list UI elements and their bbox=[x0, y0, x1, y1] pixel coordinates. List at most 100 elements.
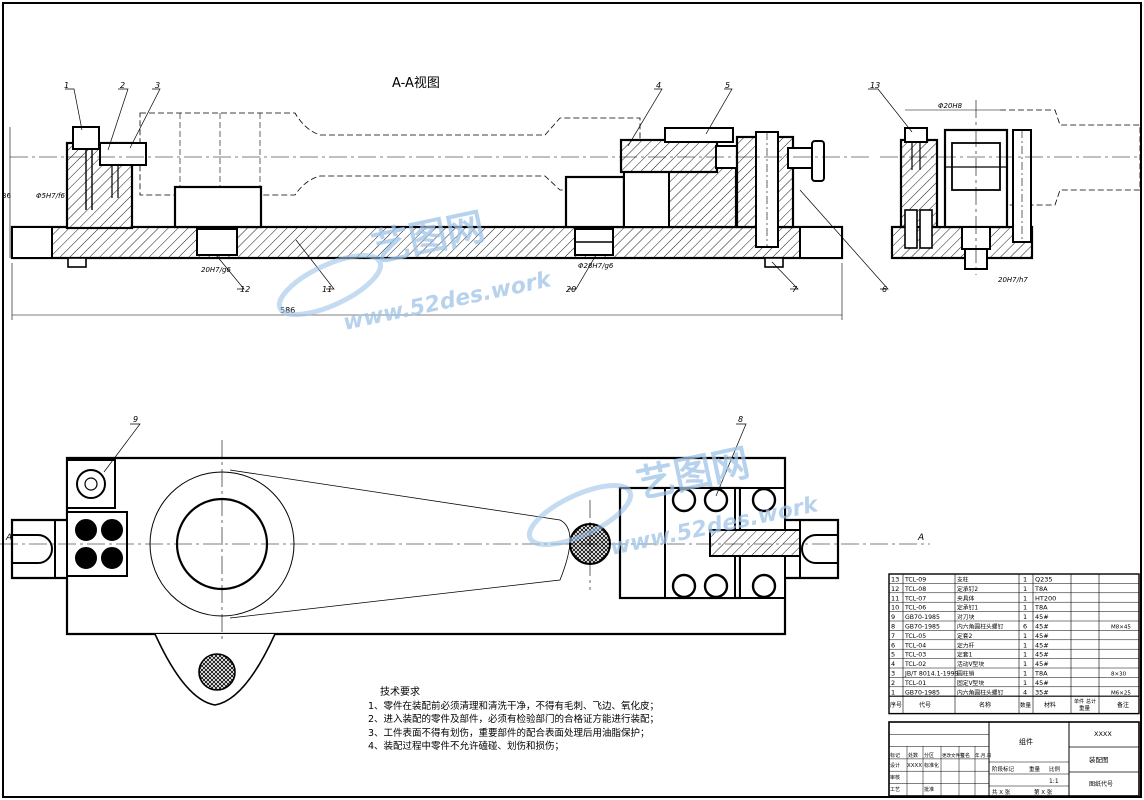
bom-code: TCL-04 bbox=[904, 642, 926, 649]
bom-qty: 1 bbox=[1023, 613, 1027, 621]
locating-pin-left bbox=[196, 228, 238, 256]
bom-qty: 6 bbox=[1023, 623, 1027, 631]
title-part: 组件 bbox=[1019, 737, 1033, 746]
watermark-upper: 艺图网 www.52des.work bbox=[276, 204, 555, 336]
dim-fit-right: 20H7/h7 bbox=[998, 276, 1028, 284]
title-label-approve: 批准 bbox=[924, 786, 934, 793]
bom-code: GB70-1985 bbox=[905, 614, 940, 621]
bom-header-note: 备注 bbox=[1117, 701, 1129, 709]
bom-name: 对刀块 bbox=[957, 613, 975, 621]
bom-header-single: 单件 bbox=[1074, 698, 1084, 705]
dim-bore-left: Φ5H7/f6 bbox=[36, 192, 66, 200]
bom-name: 定承钉1 bbox=[957, 604, 978, 612]
bom-qty: 1 bbox=[1023, 594, 1027, 602]
handle-knob bbox=[811, 140, 825, 182]
view-title: A-A视图 bbox=[392, 76, 440, 91]
bom-code: GB70-1985 bbox=[905, 624, 940, 631]
title-label-mark: 标记 bbox=[890, 752, 900, 759]
tech-item-1: 1、零件在装配前必须清理和清洗干净，不得有毛刺、飞边、氧化皮； bbox=[368, 700, 660, 712]
balloon-7: 7 bbox=[792, 285, 798, 294]
bom-qty: 1 bbox=[1023, 651, 1027, 659]
lower-knurl bbox=[198, 653, 236, 691]
bom-code: TCL-07 bbox=[904, 595, 926, 602]
bom-name: 圆柱销 bbox=[957, 670, 975, 678]
bom-header-material: 材料 bbox=[1044, 701, 1056, 709]
bom-qty: 1 bbox=[1023, 641, 1027, 649]
tool-block-screw bbox=[76, 469, 106, 499]
bom-no: 10 bbox=[891, 604, 899, 612]
bom-no: 11 bbox=[891, 594, 899, 602]
bom-material: 45# bbox=[1035, 641, 1049, 649]
title-sheet: 共 X 张 bbox=[992, 788, 1011, 796]
support-pad bbox=[564, 175, 626, 229]
title-designer: XXXX bbox=[907, 763, 922, 769]
socket-screw-1 bbox=[72, 126, 100, 150]
balloon-5: 5 bbox=[725, 81, 730, 90]
balloon-2: 2 bbox=[120, 81, 125, 90]
bom-material: 45# bbox=[1035, 632, 1049, 640]
bom-header-code: 代号 bbox=[919, 701, 931, 709]
dim-length: 586 bbox=[280, 306, 295, 315]
title-scale: 1:1 bbox=[1049, 778, 1059, 785]
bom-name: 内六角圆柱头螺钉 bbox=[957, 623, 1004, 631]
bom-name: 夹具体 bbox=[957, 594, 975, 602]
bom-header-weight: 重量 bbox=[1079, 704, 1091, 712]
bom-name: 定力杆 bbox=[957, 641, 975, 649]
bom-no: 9 bbox=[891, 613, 895, 621]
bom-material: 35# bbox=[1035, 688, 1049, 696]
title-scale-label: 比例 bbox=[1049, 765, 1061, 773]
balloon-20: 20 bbox=[566, 285, 576, 294]
bom-material: T8A bbox=[1034, 585, 1048, 593]
bom-no: 6 bbox=[891, 641, 895, 649]
bom-qty: 1 bbox=[1023, 585, 1027, 593]
tech-item-2: 2、进入装配的零件及部件，必须有检验部门的合格证方能进行装配； bbox=[368, 714, 660, 726]
title-label-count: 处数 bbox=[908, 752, 918, 759]
bom-no: 3 bbox=[891, 670, 895, 678]
balloon-13: 13 bbox=[870, 81, 880, 90]
side-view: Φ20H8 20H7/h7 13 bbox=[868, 81, 1141, 284]
bom-note: M8×45 bbox=[1111, 625, 1131, 631]
bom-code: TCL-02 bbox=[904, 661, 926, 668]
title-weight-label: 重量 bbox=[1029, 765, 1041, 773]
bom-qty: 1 bbox=[1023, 679, 1027, 687]
title-label-review: 审核 bbox=[890, 774, 900, 781]
bom-name: 内六角圆柱头螺钉 bbox=[957, 688, 1004, 696]
tech-item-3: 3、工件表面不得有划伤，重要部件的配合表面处理后用油脂保护； bbox=[368, 727, 650, 739]
bom-code: TCL-01 bbox=[904, 680, 926, 687]
bom-no: 12 bbox=[891, 585, 899, 593]
bom-name: 定承钉2 bbox=[957, 585, 978, 593]
balloon-11: 11 bbox=[322, 285, 332, 294]
bom-code: TCL-03 bbox=[904, 652, 926, 659]
title-label-sign: 签名 bbox=[960, 752, 970, 759]
bom-header-no: 序号 bbox=[890, 701, 902, 709]
title-label-design: 设计 bbox=[890, 762, 900, 769]
bom-name: 定套2 bbox=[957, 632, 973, 640]
bom-code: GB70-1985 bbox=[905, 689, 940, 696]
bom-header-total: 总计 bbox=[1086, 698, 1096, 705]
bom-no: 8 bbox=[891, 623, 895, 631]
svg-text:艺图网: 艺图网 bbox=[368, 204, 489, 271]
bom-material: Q235 bbox=[1035, 576, 1053, 584]
bom-qty: 1 bbox=[1023, 604, 1027, 612]
bom-no: 2 bbox=[891, 679, 895, 687]
title-label-zone: 分区 bbox=[924, 752, 934, 759]
bom-code: JB/T 8014.1-1999 bbox=[904, 671, 959, 678]
bom-material: 45# bbox=[1035, 623, 1049, 631]
title-code-label: 图纸代号 bbox=[1089, 780, 1113, 788]
bom-qty: 1 bbox=[1023, 632, 1027, 640]
bom-qty: 1 bbox=[1023, 660, 1027, 668]
movable-v-block bbox=[619, 138, 719, 174]
bom-material: T8A bbox=[1034, 670, 1048, 678]
bom-name: 定套1 bbox=[957, 651, 973, 659]
dim-fit-mid: Φ28H7/g6 bbox=[578, 262, 614, 270]
title-label-date: 年.月.日 bbox=[975, 752, 991, 759]
balloon-3: 3 bbox=[155, 81, 160, 90]
bom-no: 13 bbox=[891, 576, 899, 584]
dim-bore-top: Φ20H8 bbox=[938, 102, 963, 110]
bom-name: 活动V型块 bbox=[957, 660, 984, 668]
bom-qty: 4 bbox=[1023, 688, 1027, 696]
